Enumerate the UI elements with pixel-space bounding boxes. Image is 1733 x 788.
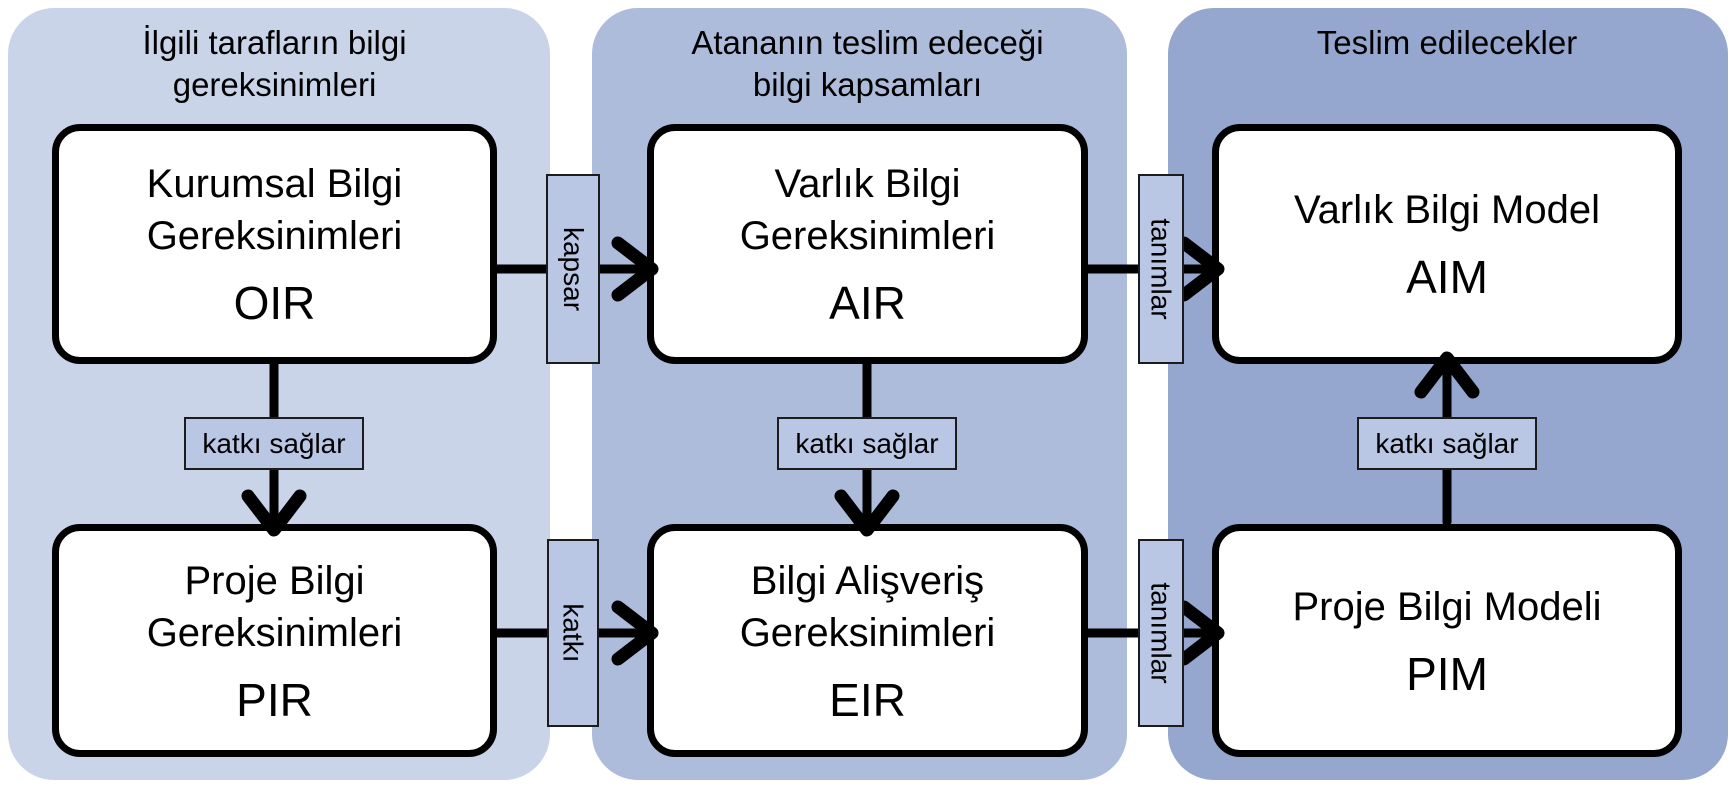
node-pir: Proje Bilgi Gereksinimleri PIR: [52, 524, 497, 757]
connector-label-tanimlar-bottom-text: tanımlar: [1146, 582, 1177, 684]
node-pim-acronym: PIM: [1406, 647, 1488, 700]
connector-label-tanimlar-top-text: tanımlar: [1146, 218, 1177, 320]
connector-label-katki-saglar-2: katkı sağlar: [777, 417, 957, 470]
connector-label-katki-text: katkı: [558, 603, 590, 663]
connector-label-kapsar: kapsar: [546, 174, 600, 364]
connector-label-katki: katkı: [547, 539, 599, 727]
connector-label-katki-saglar-2-text: katkı sağlar: [795, 427, 939, 459]
node-air-acronym: AIR: [829, 277, 906, 329]
column-title-deliverables: Teslim edilecekler: [1316, 24, 1578, 61]
column-title-stakeholder-requirements: İlgili tarafların bilgi gereksinimleri: [142, 24, 407, 103]
connector-label-katki-saglar-3-text: katkı sağlar: [1375, 427, 1519, 459]
node-air: Varlık Bilgi Gereksinimleri AIR: [647, 124, 1088, 364]
node-eir-name: Bilgi Alişveriş Gereksinimleri: [739, 558, 996, 655]
node-air-name: Varlık Bilgi Gereksinimleri: [739, 162, 996, 258]
connector-label-tanimlar-bottom: tanımlar: [1138, 539, 1184, 727]
node-pim-name: Proje Bilgi Modeli: [1292, 584, 1602, 629]
connector-label-katki-saglar-1: katkı sağlar: [184, 417, 364, 470]
connector-label-katki-saglar-3: katkı sağlar: [1357, 417, 1537, 470]
node-eir: Bilgi Alişveriş Gereksinimleri EIR: [647, 524, 1088, 757]
node-pir-acronym: PIR: [236, 673, 313, 726]
node-eir-acronym: EIR: [829, 673, 906, 726]
node-oir-acronym: OIR: [233, 277, 316, 329]
connector-label-katki-saglar-1-text: katkı sağlar: [202, 427, 346, 459]
connector-label-tanimlar-top: tanımlar: [1138, 174, 1184, 364]
node-pir-name: Proje Bilgi Gereksinimleri: [146, 558, 403, 655]
column-title-appointed-information-scopes: Atananın teslim edeceği bilgi kapsamları: [691, 24, 1044, 103]
node-aim: Varlık Bilgi Model AIM: [1212, 124, 1682, 364]
connector-label-kapsar-text: kapsar: [558, 226, 590, 312]
node-pim: Proje Bilgi Modeli PIM: [1212, 524, 1682, 757]
node-aim-name: Varlık Bilgi Model: [1293, 188, 1601, 232]
node-aim-acronym: AIM: [1406, 251, 1488, 303]
node-oir-name: Kurumsal Bilgi Gereksinimleri: [146, 162, 403, 258]
